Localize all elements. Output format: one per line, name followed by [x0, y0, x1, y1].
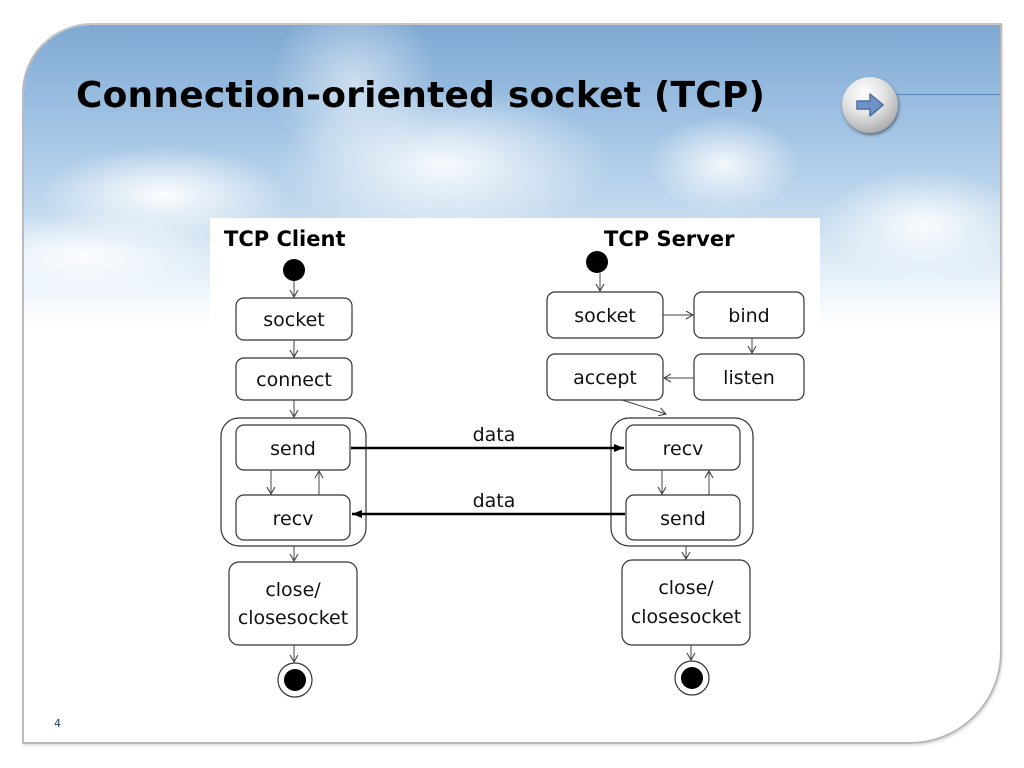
message-label-client-to-server: data [473, 424, 516, 446]
client-heading: TCP Client [224, 227, 345, 251]
server-accept-label: accept [573, 367, 637, 389]
client-start-node [283, 259, 305, 281]
server-listen-label: listen [723, 367, 775, 389]
client-send-node: send [235, 424, 351, 471]
server-close-label-line2: closesocket [631, 606, 741, 628]
client-connect-node: connect [235, 357, 353, 401]
arrow-right-icon [856, 93, 884, 117]
slide-title: Connection-oriented socket (TCP) [76, 75, 766, 116]
client-close-label-line2: closesocket [238, 607, 348, 629]
server-send-node: send [625, 494, 741, 541]
page-number: 4 [54, 717, 61, 730]
server-recv-node: recv [625, 424, 741, 471]
server-arrow-accept-loop [621, 399, 668, 417]
client-connect-label: connect [256, 369, 332, 391]
server-socket-label: socket [574, 305, 635, 327]
server-bind-node: bind [693, 291, 805, 339]
client-send-label: send [270, 438, 316, 460]
client-end-node [277, 662, 313, 698]
server-close-node: close/ closesocket [621, 559, 751, 646]
server-close-label-line1: close/ [658, 577, 714, 599]
next-slide-button[interactable] [842, 77, 898, 133]
client-close-node: close/ closesocket [228, 561, 358, 646]
server-recv-label: recv [663, 438, 704, 460]
client-recv-node: recv [235, 494, 351, 541]
server-heading: TCP Server [604, 227, 735, 251]
server-accept-node: accept [546, 353, 664, 401]
client-recv-label: recv [273, 508, 314, 530]
client-close-label-line1: close/ [265, 579, 321, 601]
server-bind-label: bind [728, 305, 769, 327]
client-socket-label: socket [263, 309, 324, 331]
server-start-node [586, 251, 608, 273]
server-socket-node: socket [546, 291, 664, 339]
server-end-node [674, 660, 710, 696]
server-send-label: send [660, 508, 706, 530]
server-listen-node: listen [693, 353, 805, 401]
message-label-server-to-client: data [473, 490, 516, 512]
client-socket-node: socket [235, 297, 353, 341]
title-rule [896, 94, 1000, 95]
